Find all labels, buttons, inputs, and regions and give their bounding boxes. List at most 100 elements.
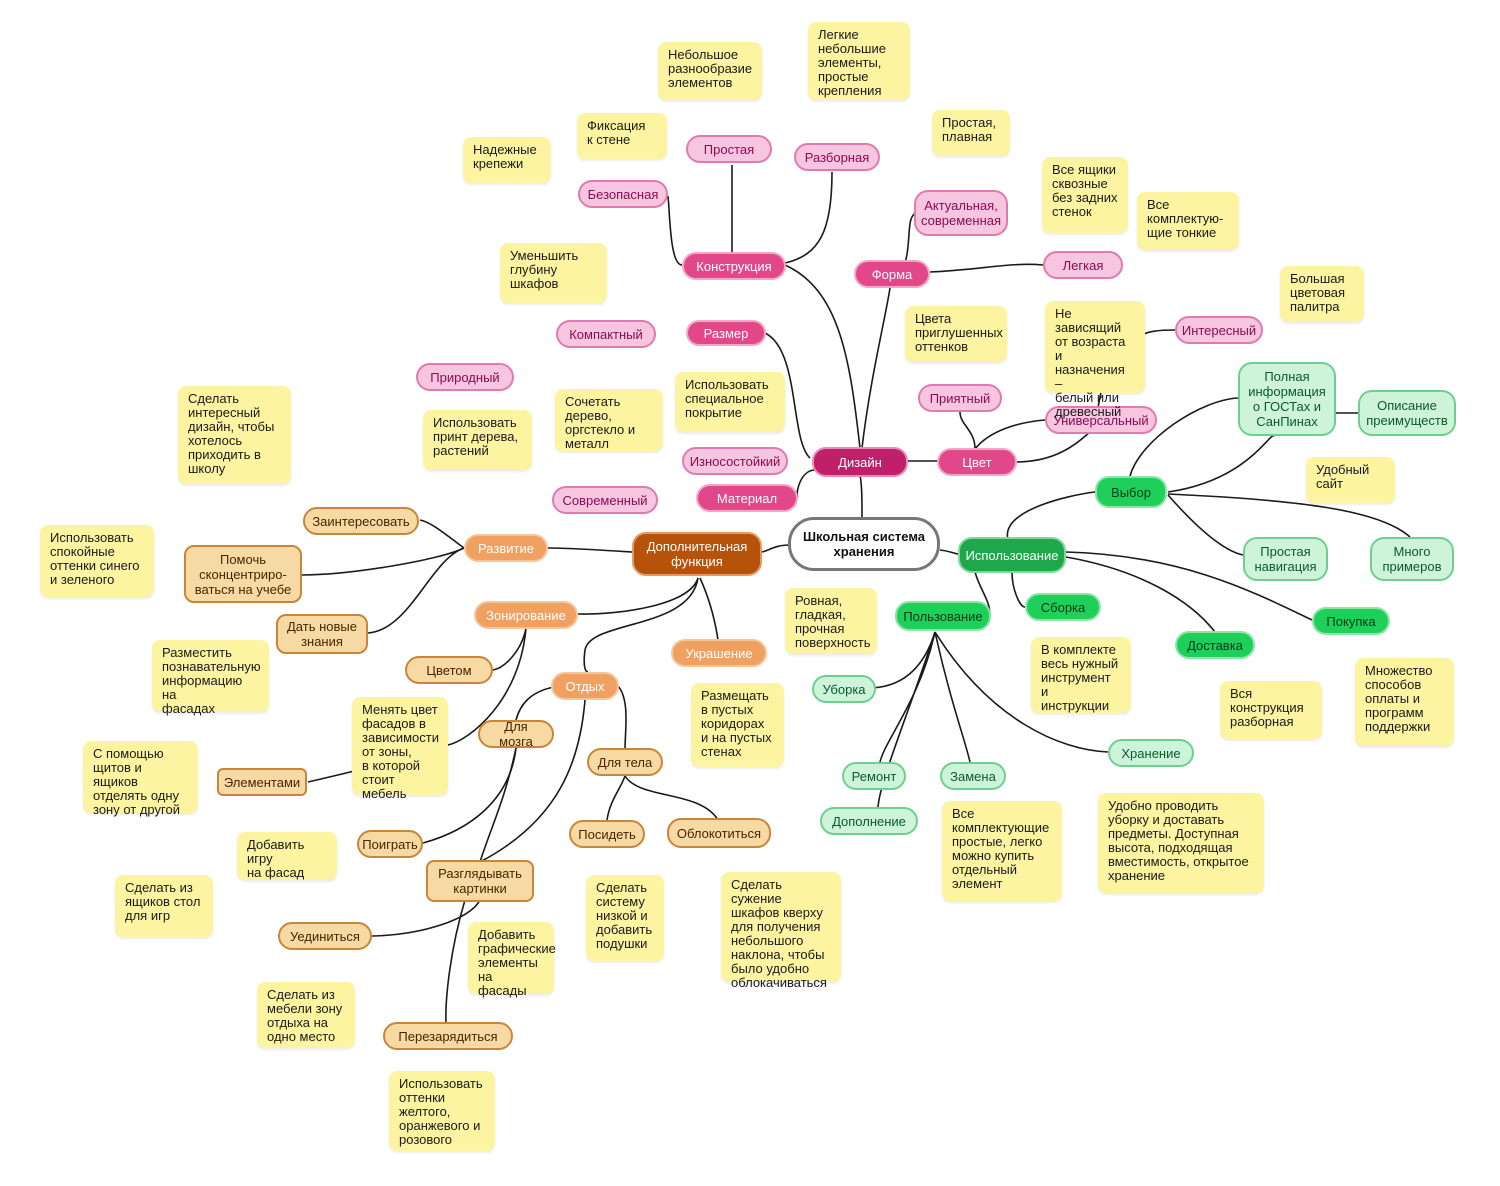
note-simple-smooth: Простая, плавная (932, 110, 1010, 156)
note-warm-shades: Использовать оттенки желтого, оранжевого… (389, 1071, 495, 1151)
link-construction-collapsible (784, 171, 833, 264)
link-design-construction (784, 264, 861, 449)
for-brain-node[interactable]: Для мозга (478, 719, 554, 749)
usage-node[interactable]: Использование (958, 537, 1066, 573)
delivery-node[interactable]: Доставка (1175, 631, 1255, 659)
wear-resistant-node[interactable]: Износостойкий (682, 447, 788, 475)
link-dev-knowledge (367, 547, 465, 634)
link-root-extra (761, 544, 791, 553)
link-body-sit (606, 775, 626, 821)
note-low-cushions: Сделать систему низкой и добавить подушк… (586, 875, 664, 961)
link-usage-choice (1006, 491, 1096, 541)
root-node[interactable]: Школьная система хранения (788, 517, 940, 571)
link-usage-delivery (1065, 556, 1216, 633)
navigation-node[interactable]: Простая навигация (1243, 537, 1328, 581)
modern-form-node[interactable]: Актуальная, современная (914, 190, 1008, 236)
link-usage-purchase (1065, 551, 1313, 621)
storage-node[interactable]: Хранение (1108, 739, 1194, 767)
link-usage-assembly (1011, 571, 1026, 608)
safe-node[interactable]: Безопасная (578, 180, 668, 208)
link-body-lean (624, 775, 719, 821)
link-using-addition (877, 631, 936, 808)
sit-node[interactable]: Посидеть (569, 820, 645, 848)
link-rest-pictures (479, 699, 586, 863)
development-node[interactable]: Развитие (464, 534, 548, 562)
note-light-elements: Легкие небольшие элементы, простые крепл… (808, 22, 910, 100)
decoration-node[interactable]: Украшение (671, 639, 767, 667)
design-node[interactable]: Дизайн (812, 447, 908, 477)
pleasant-node[interactable]: Приятный (918, 384, 1002, 412)
natural-node[interactable]: Природный (416, 363, 514, 391)
note-facade-game: Добавить игру на фасад (237, 832, 337, 880)
note-tools-included: В комплекте весь нужный инструмент и инс… (1031, 637, 1131, 713)
pictures-node[interactable]: Разглядывать картинки (426, 860, 534, 902)
repair-node[interactable]: Ремонт (842, 762, 906, 790)
alone-node[interactable]: Уединиться (278, 922, 372, 950)
collapsible-node[interactable]: Разборная (794, 143, 880, 171)
rest-node[interactable]: Отдых (551, 672, 619, 700)
universal-node[interactable]: Универсальный (1045, 406, 1157, 434)
note-wall-fixing: Фиксация к стене (577, 113, 667, 159)
size-node[interactable]: Размер (686, 320, 766, 346)
note-single-rest-zone: Сделать из мебели зону отдыха на одно ме… (257, 982, 355, 1048)
using-node[interactable]: Пользование (895, 601, 991, 631)
form-node[interactable]: Форма (854, 260, 930, 288)
note-smooth-surface: Ровная, гладкая, прочная поверхность (785, 588, 877, 654)
examples-node[interactable]: Много примеров (1370, 537, 1454, 581)
link-using-storage (934, 631, 1109, 753)
note-graphic-elements: Добавить графические элементы на фасады (468, 922, 556, 998)
recharge-node[interactable]: Перезарядиться (383, 1022, 513, 1050)
note-payment-methods: Множество способов оплаты и программ под… (1355, 658, 1454, 746)
note-muted-colors: Цвета приглушенных оттенков (905, 306, 1007, 362)
link-using-repair (879, 631, 936, 763)
play-node[interactable]: Поиграть (357, 830, 423, 858)
link-extra-rest (583, 577, 699, 673)
interest-node[interactable]: Заинтересовать (303, 507, 419, 535)
note-change-color: Менять цвет фасадов в зависимости от зон… (352, 697, 448, 801)
note-thin-parts: Все комплектую- щие тонкие (1137, 192, 1239, 250)
link-zoning-color (492, 627, 527, 671)
lean-node[interactable]: Облокотиться (667, 818, 771, 848)
link-design-size (764, 332, 811, 459)
link-pictures-alone (371, 899, 481, 937)
note-shields-drawers: С помощью щитов и ящиков отделять одну з… (83, 741, 198, 817)
light-node[interactable]: Легкая (1043, 251, 1123, 279)
contemporary-node[interactable]: Современный (552, 486, 658, 514)
compact-node[interactable]: Компактный (556, 320, 656, 348)
link-design-material (796, 469, 816, 498)
assembly-node[interactable]: Сборка (1025, 593, 1101, 621)
color-node[interactable]: Цвет (937, 448, 1017, 476)
note-narrowing: Сделать сужение шкафов кверху для получе… (721, 872, 841, 990)
by-color-node[interactable]: Цветом (405, 656, 493, 684)
material-node[interactable]: Материал (696, 484, 798, 512)
cleaning-node[interactable]: Уборка (812, 675, 876, 703)
link-color-universal2 (1014, 431, 1091, 463)
note-empty-corridors: Размещать в пустых коридорах и на пустых… (691, 683, 784, 767)
simple-node[interactable]: Простая (686, 135, 772, 163)
addition-node[interactable]: Дополнение (820, 807, 918, 835)
construction-node[interactable]: Конструкция (682, 252, 786, 280)
knowledge-node[interactable]: Дать новые знания (276, 614, 368, 654)
note-wood-print: Использовать принт дерева, растений (423, 410, 532, 470)
link-root-design (859, 474, 863, 519)
gost-info-node[interactable]: Полная информация о ГОСТах и СанПинах (1238, 362, 1336, 436)
note-facade-info: Разместить познавательную информацию на … (152, 640, 269, 716)
advantages-node[interactable]: Описание преимуществ (1358, 390, 1456, 436)
note-big-palette: Большая цветовая палитра (1280, 266, 1364, 322)
replace-node[interactable]: Замена (940, 762, 1006, 790)
link-dev-focus (301, 547, 465, 576)
note-convenient-site: Удобный сайт (1306, 457, 1395, 503)
zoning-node[interactable]: Зонирование (474, 601, 578, 629)
for-body-node[interactable]: Для тела (587, 748, 663, 776)
extra-function-node[interactable]: Дополнительная функция (632, 532, 762, 576)
link-brain-pictures (479, 747, 517, 863)
link-choice-examples (1167, 493, 1411, 538)
focus-node[interactable]: Помочь сконцентриро- ваться на учебе (184, 545, 302, 603)
note-combine-materials: Сочетать дерево, оргстекло и металл (555, 389, 663, 451)
by-elements-node[interactable]: Элементами (217, 768, 307, 796)
purchase-node[interactable]: Покупка (1312, 607, 1390, 635)
interesting-node[interactable]: Интересный (1175, 316, 1263, 344)
choice-node[interactable]: Выбор (1095, 476, 1167, 508)
link-pictures-recharge (445, 899, 466, 1025)
